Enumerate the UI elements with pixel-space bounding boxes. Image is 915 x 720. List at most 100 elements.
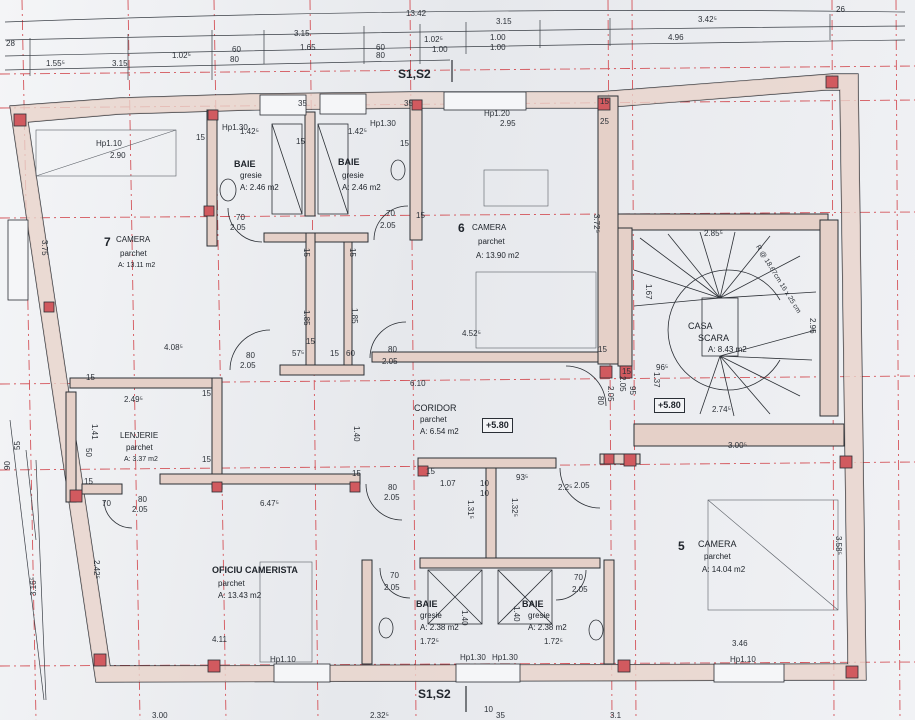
- dim-low-4: 10: [480, 479, 489, 488]
- dim-low-1: 80: [388, 483, 397, 492]
- dim-top-r2b-2: 1.02⁵: [424, 35, 443, 44]
- wall-2: 15: [400, 139, 409, 148]
- dim-len-0: 2.49⁵: [124, 395, 143, 404]
- dim-bot-10: 1.72⁵: [544, 637, 563, 646]
- door-top-1: 2.05: [230, 223, 246, 232]
- dim-len-1: 1.41: [90, 424, 99, 440]
- dim-bot-1: 1.32⁵: [510, 498, 519, 517]
- dim-bot-9: 1.72⁵: [420, 637, 439, 646]
- dim-top-r1-1: 3.15: [496, 17, 512, 26]
- w-top-1: 1.42⁵: [348, 127, 367, 136]
- dim-stair-9: 3.00⁵: [728, 441, 747, 450]
- dim-mid-1: 1.85: [350, 308, 359, 324]
- dim-top-r2-5: 1.00: [490, 43, 506, 52]
- level-corridor-badge: +5.80: [482, 418, 513, 433]
- dim-mid-0: 1.85: [302, 310, 311, 326]
- room-7-floor: parchet: [120, 249, 147, 258]
- dim-cor-3: 15: [202, 389, 211, 398]
- dim-len-6: 2.05: [132, 505, 148, 514]
- dim-top-r1-2: 3.42⁵: [698, 15, 717, 24]
- dim-top-r3-0: 1.55⁵: [46, 59, 65, 68]
- spiral-stair: [633, 231, 817, 417]
- dim-mid-5: 57⁵: [292, 349, 305, 358]
- baie-top-left-area: A: 2.46 m2: [240, 183, 279, 192]
- dim-mid-2: 15: [302, 248, 311, 257]
- w-top-3: 2.90: [110, 151, 126, 160]
- hp-bot-3: Hp1.10: [730, 655, 756, 664]
- room-7-name: CAMERA: [116, 235, 151, 244]
- dim-cor-1: 1.40: [352, 426, 361, 442]
- dim-mid-14: 15: [306, 337, 315, 346]
- room-6-number: 6: [458, 221, 465, 235]
- dim-top-r2-3: 60: [232, 45, 241, 54]
- baie-top-right-name: BAIE: [338, 157, 360, 167]
- dim-low-10: 10: [480, 489, 489, 498]
- dim-mid-9: 2.05: [382, 357, 398, 366]
- dim-bot-2: 70: [390, 571, 399, 580]
- coridor-area: A: 6.54 m2: [420, 427, 459, 436]
- dim-stair-1: 1.67: [644, 284, 653, 300]
- dim-bot-7: 1.40: [512, 606, 521, 622]
- oficiu-name: OFICIU CAMERISTA: [212, 565, 298, 575]
- section-markers: [451, 60, 467, 712]
- coridor-floor: parchet: [420, 415, 447, 424]
- casa-scara-name: CASA: [688, 321, 713, 331]
- dim-stair-3: 96⁵: [656, 363, 669, 372]
- dim-len-2: 50: [84, 448, 93, 457]
- dim-low-3: 1.07: [440, 479, 456, 488]
- dim-mid-11: 2.05: [606, 386, 615, 402]
- dim-botext-2: 10: [484, 705, 493, 714]
- hp-bot-0: Hp1.10: [270, 655, 296, 664]
- wall-5: 35: [404, 99, 413, 108]
- dim-stair-4: 95: [628, 386, 637, 395]
- room-7-number: 7: [104, 235, 111, 249]
- baie-bot-right-floor: gresie: [528, 611, 550, 620]
- dim-stair-8: 15: [622, 367, 631, 376]
- oficiu-area: A: 13.43 m2: [218, 591, 262, 600]
- lenjerie-name: LENJERIE: [120, 431, 159, 440]
- oficiu-floor: parchet: [218, 579, 245, 588]
- lenjerie-area: A: 3.37 m2: [124, 456, 158, 463]
- windows: [7, 91, 785, 683]
- wall-3: 15: [416, 211, 425, 220]
- dim-top-r2b-3: 1.00: [432, 45, 448, 54]
- furniture-outlines: [35, 129, 839, 663]
- dim-bot-8: 4.11: [212, 635, 227, 644]
- room-5-floor: parchet: [704, 552, 731, 561]
- room-6-name: CAMERA: [472, 223, 507, 232]
- dim-bot-3: 2.05: [384, 583, 400, 592]
- baie-top-left-floor: gresie: [240, 171, 262, 180]
- dim-mid-15: 15: [330, 349, 339, 358]
- dim-top-r2-6: 4.96: [668, 33, 684, 42]
- section-bottom-label: S1,S2: [418, 687, 451, 701]
- dim-len-7: 15: [84, 477, 93, 486]
- dim-r7-height: 3.75: [40, 240, 49, 256]
- dim-bot-5: 2.05: [572, 585, 588, 594]
- dim-bot-12: 3.58⁵: [834, 536, 843, 555]
- door-top-3: 2.05: [380, 221, 396, 230]
- dim-stair-5: 2.05: [618, 376, 627, 392]
- dim-low-2: 2.05: [384, 493, 400, 502]
- dim-mid-4: 60: [346, 349, 355, 358]
- dim-left-0: 90: [3, 461, 12, 470]
- dim-low-0: 6.47⁵: [260, 499, 279, 508]
- hp-top-3: Hp1.10: [96, 139, 122, 148]
- dim-top-r2-2: 1.65: [300, 43, 316, 52]
- dim-left-2: 3.16⁵: [29, 577, 38, 596]
- hp-top-0: Hp1.30: [222, 123, 248, 132]
- dim-mid-13: 3.72⁵: [592, 214, 601, 233]
- room-5-area: A: 14.04 m2: [702, 565, 746, 574]
- wall-7: 15: [600, 97, 609, 106]
- door-swings: [103, 205, 607, 601]
- dim-botext-3: 35: [496, 711, 505, 720]
- dim-top-r1-3: 26: [836, 5, 845, 14]
- dim-top-r3-1: 3.15: [112, 59, 128, 68]
- wall-1: 15: [296, 137, 305, 146]
- dim-mid-10: 80: [596, 396, 605, 405]
- baie-bot-left-floor: gresie: [420, 611, 442, 620]
- dim-botext-1: 2.32⁵: [370, 711, 389, 720]
- dim-low-5: 93⁵: [516, 473, 529, 482]
- room-6-floor: parchet: [478, 237, 505, 246]
- left-dimension-lines: [9, 419, 47, 701]
